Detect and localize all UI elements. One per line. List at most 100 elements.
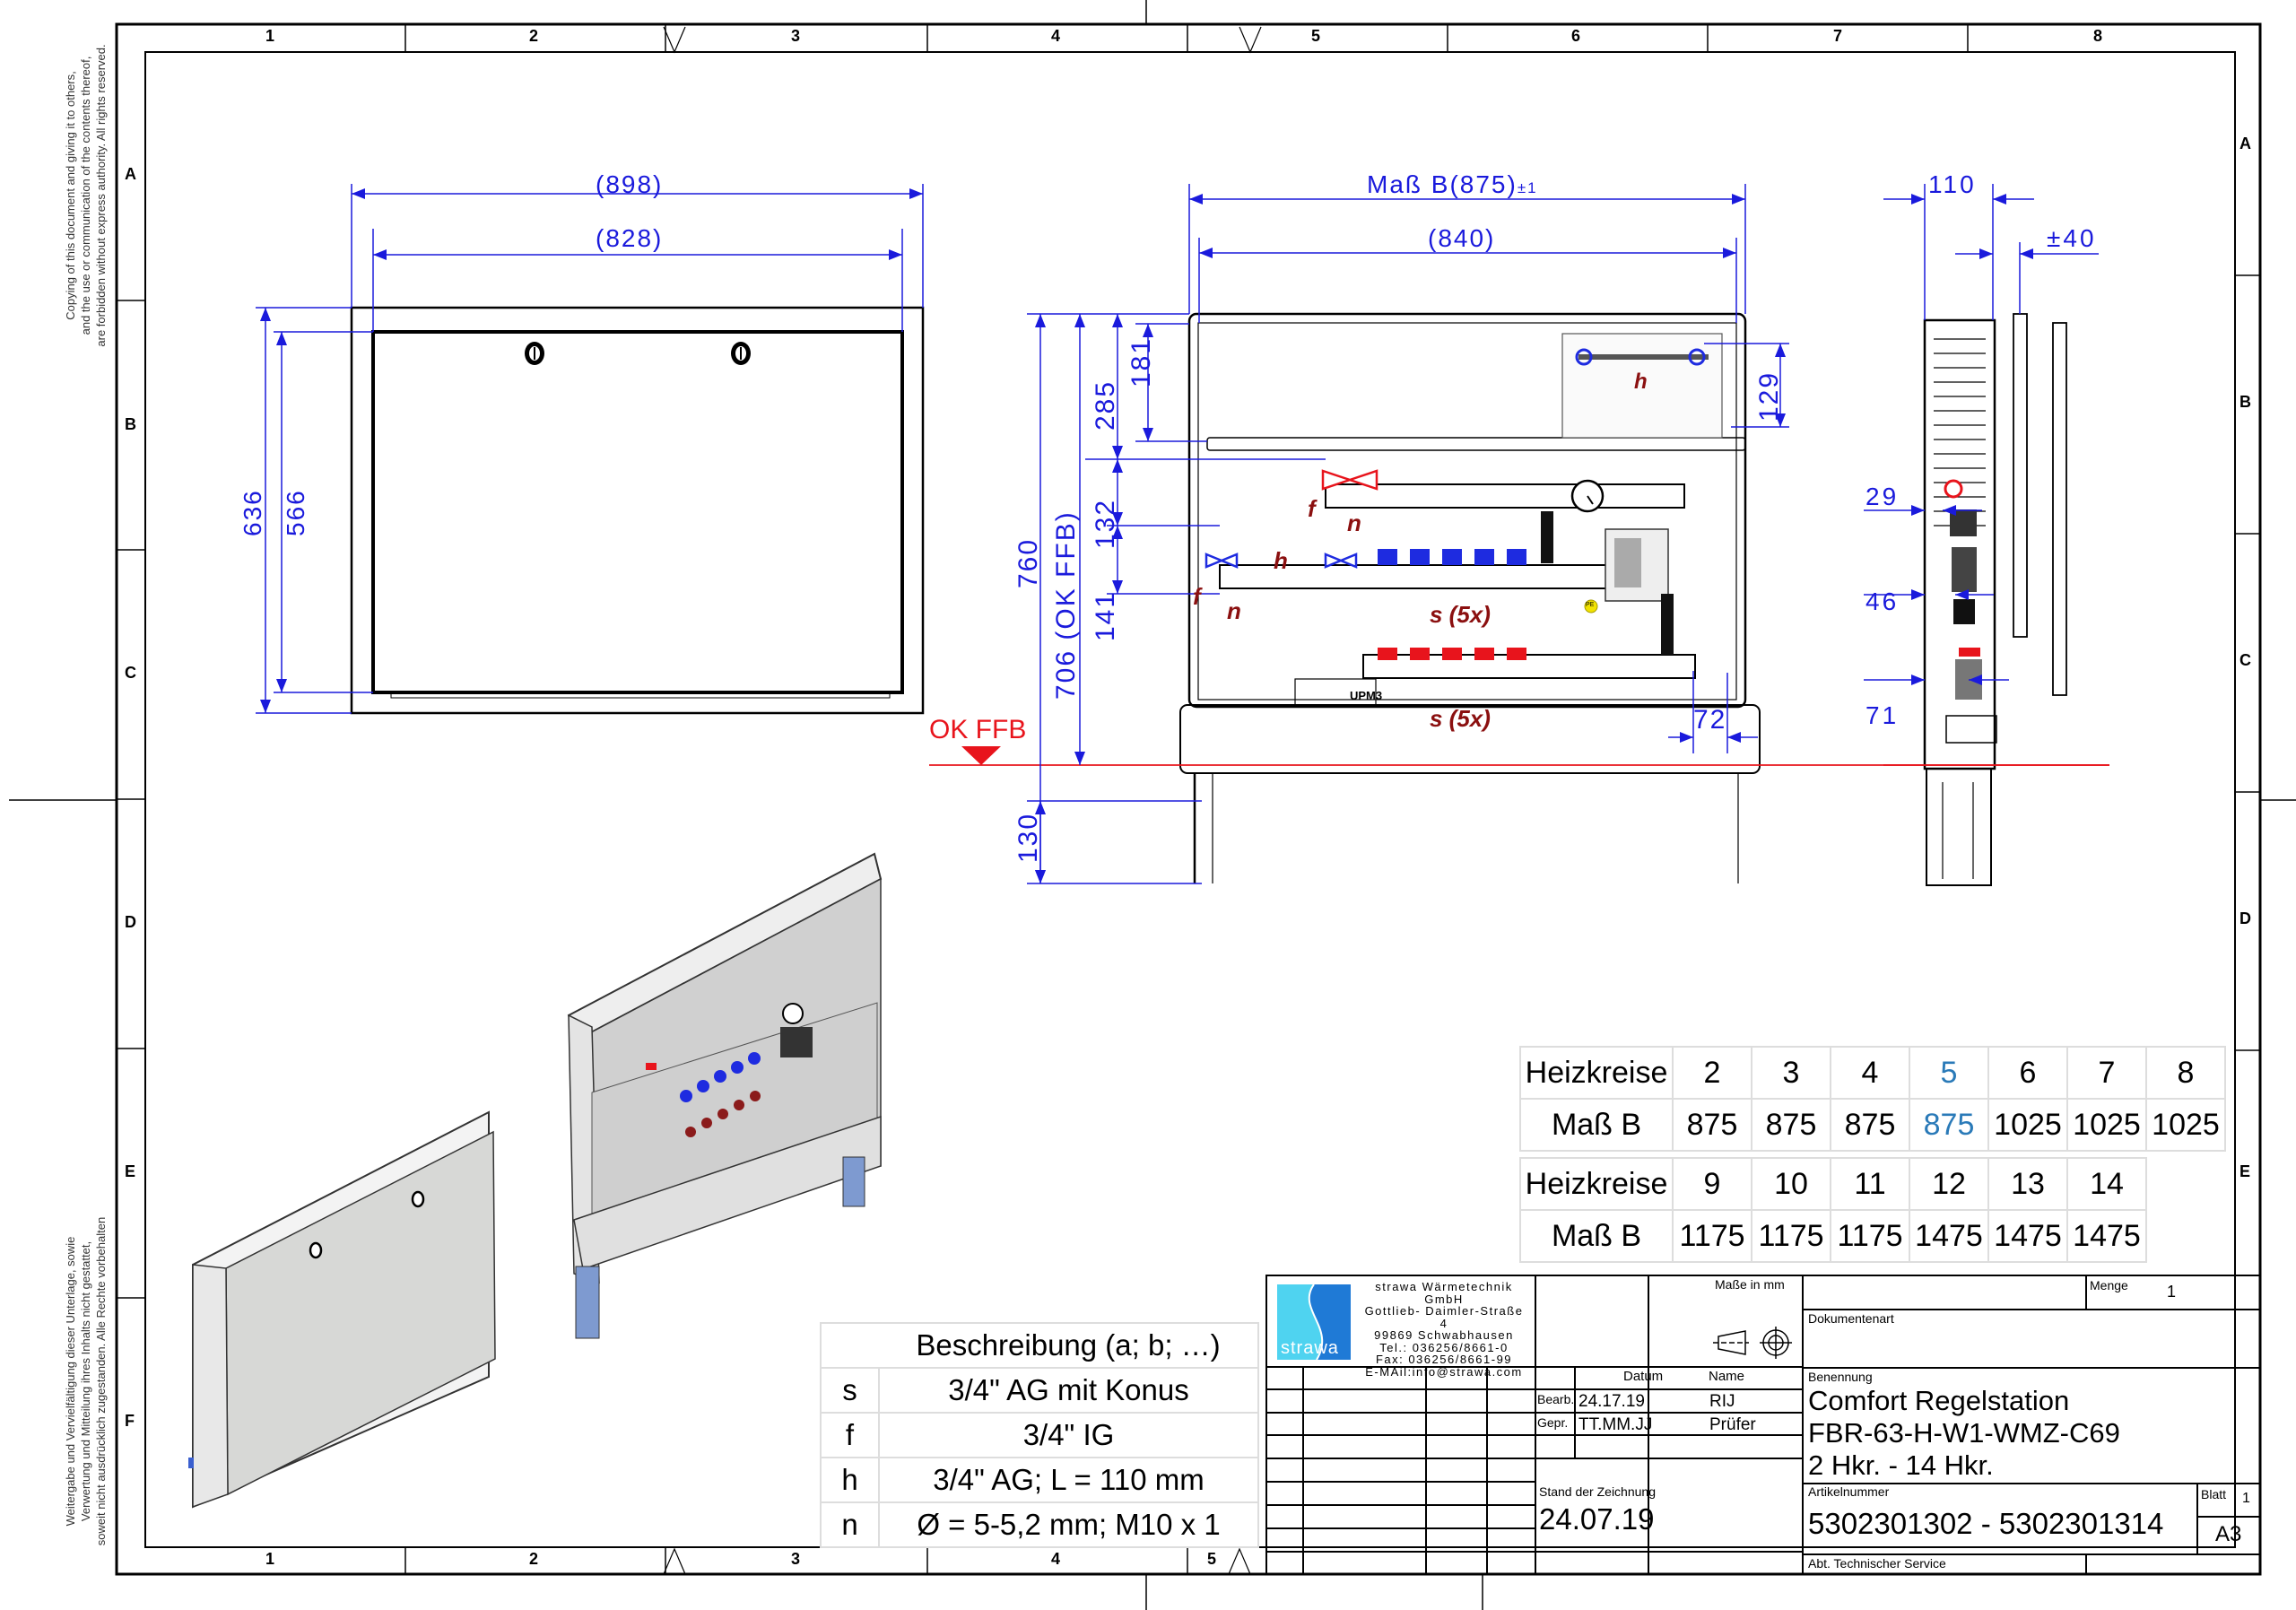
sheet-format: A3 [2215,1522,2242,1546]
projection-symbol-icon [1713,1327,1792,1359]
row-label: E [2239,1162,2251,1180]
table-cell: 7 [2066,1046,2147,1100]
table-cell: 875 [1751,1098,1831,1152]
dimension-adjust-range: ±40 [2047,224,2097,252]
quantity-value: 1 [2167,1283,2177,1301]
column-label: 1 [265,27,275,45]
drawing-status-label: Stand der Zeichnung [1539,1484,1656,1499]
row-label: E [125,1162,136,1180]
table-row: Heizkreise 2 3 4 5 6 7 8 [1519,1046,2226,1100]
column-label: 8 [2093,27,2103,45]
dimension-depth: 110 [1928,170,1977,198]
row-label: D [2239,909,2251,927]
description-value: 3/4" AG mit Konus [878,1367,1259,1414]
column-label: 6 [1571,27,1581,45]
article-number: 5302301302 - 5302301314 [1808,1507,2164,1540]
table-cell-highlighted: 5 [1909,1046,1989,1100]
checked-name: Prüfer [1709,1415,1756,1434]
size-table-2: Heizkreise 9 10 11 12 13 14 Maß B 1175 1… [1519,1157,2147,1263]
column-label: 1 [265,1550,275,1568]
table-cell: 875 [1830,1098,1910,1152]
dimension-inner-width: (828) [596,224,664,252]
table-cell: 12 [1909,1157,1989,1211]
column-label: 3 [791,27,801,45]
valve-red-icon [1321,469,1378,491]
description-key: f [820,1412,880,1458]
row-label: D [125,913,136,931]
article-number-label: Artikelnummer [1808,1484,1890,1499]
callout-h: h [1634,370,1648,394]
door-lock-icon [525,342,544,365]
column-label: 2 [529,27,539,45]
checked-by-label: Gepr. [1537,1415,1569,1430]
column-label: 2 [529,1550,539,1568]
pressure-gauge-icon [1570,479,1605,513]
table-cell: 1475 [1987,1209,2068,1263]
date-column-label: Datum [1623,1369,1664,1384]
row-label: C [2239,651,2251,669]
isometric-door [188,1110,496,1509]
dimension-tolerance: ±1 [1517,179,1538,196]
row-header: Heizkreise [1519,1046,1674,1100]
units-label: Maße in mm [1715,1277,1785,1292]
quantity-label: Menge [2090,1278,2128,1292]
table-cell: 1175 [1672,1209,1752,1263]
table-cell: 9 [1672,1157,1752,1211]
row-label: F [125,1412,135,1430]
column-label: 3 [791,1550,801,1568]
description-key: h [820,1457,880,1503]
table-row: Beschreibung (a; b; …) [820,1322,1259,1369]
dimension-outer-width: (898) [596,170,664,198]
table-cell: 8 [2145,1046,2226,1100]
description-header: Beschreibung (a; b; …) [879,1322,1259,1369]
column-label: 4 [1051,1550,1061,1568]
pump-icon [1605,528,1669,602]
table-cell: 4 [1830,1046,1910,1100]
drawn-date: 24.17.19 [1578,1392,1645,1411]
description-value: 3/4" IG [878,1412,1259,1458]
strawa-logo [1277,1284,1351,1361]
table-cell: 1475 [2066,1209,2147,1263]
row-label: A [2239,135,2251,152]
designation-label: Benennung [1808,1370,1873,1384]
callout-n: n [1227,597,1241,624]
pump-label: UPM3 [1350,689,1383,702]
row-header: Heizkreise [1519,1157,1674,1211]
callout-f: f [1308,495,1316,522]
door-lock-icon [731,342,751,365]
callout-n: n [1347,509,1361,536]
drawn-name: RIJ [1709,1392,1735,1411]
table-cell: 11 [1830,1157,1910,1211]
table-cell: 13 [1987,1157,2068,1211]
drawn-by-label: Bearb. [1537,1392,1575,1406]
table-cell: 875 [1672,1098,1752,1152]
row-header: Maß B [1519,1209,1674,1263]
valve-blue-icon [1324,553,1358,569]
blue-manifold-caps [1378,549,1526,565]
table-cell-highlighted: 875 [1909,1098,1989,1152]
table-cell: 1025 [2145,1098,2226,1152]
column-label: 7 [1833,27,1843,45]
callout-f: f [1193,583,1201,610]
sheet-number: 1 [2242,1491,2250,1506]
pe-label: PE [1586,602,1595,608]
floor-level-label: OK FFB [929,715,1027,744]
table-cell: 10 [1751,1157,1831,1211]
column-label: 4 [1051,27,1061,45]
table-cell: 3 [1751,1046,1831,1100]
table-cell: 1475 [1909,1209,1989,1263]
row-label: B [125,415,136,433]
floor-level-marker-icon [961,746,1001,765]
document-type-label: Dokumentenart [1808,1311,1894,1326]
description-key: s [820,1367,880,1414]
row-label: B [2239,393,2251,411]
